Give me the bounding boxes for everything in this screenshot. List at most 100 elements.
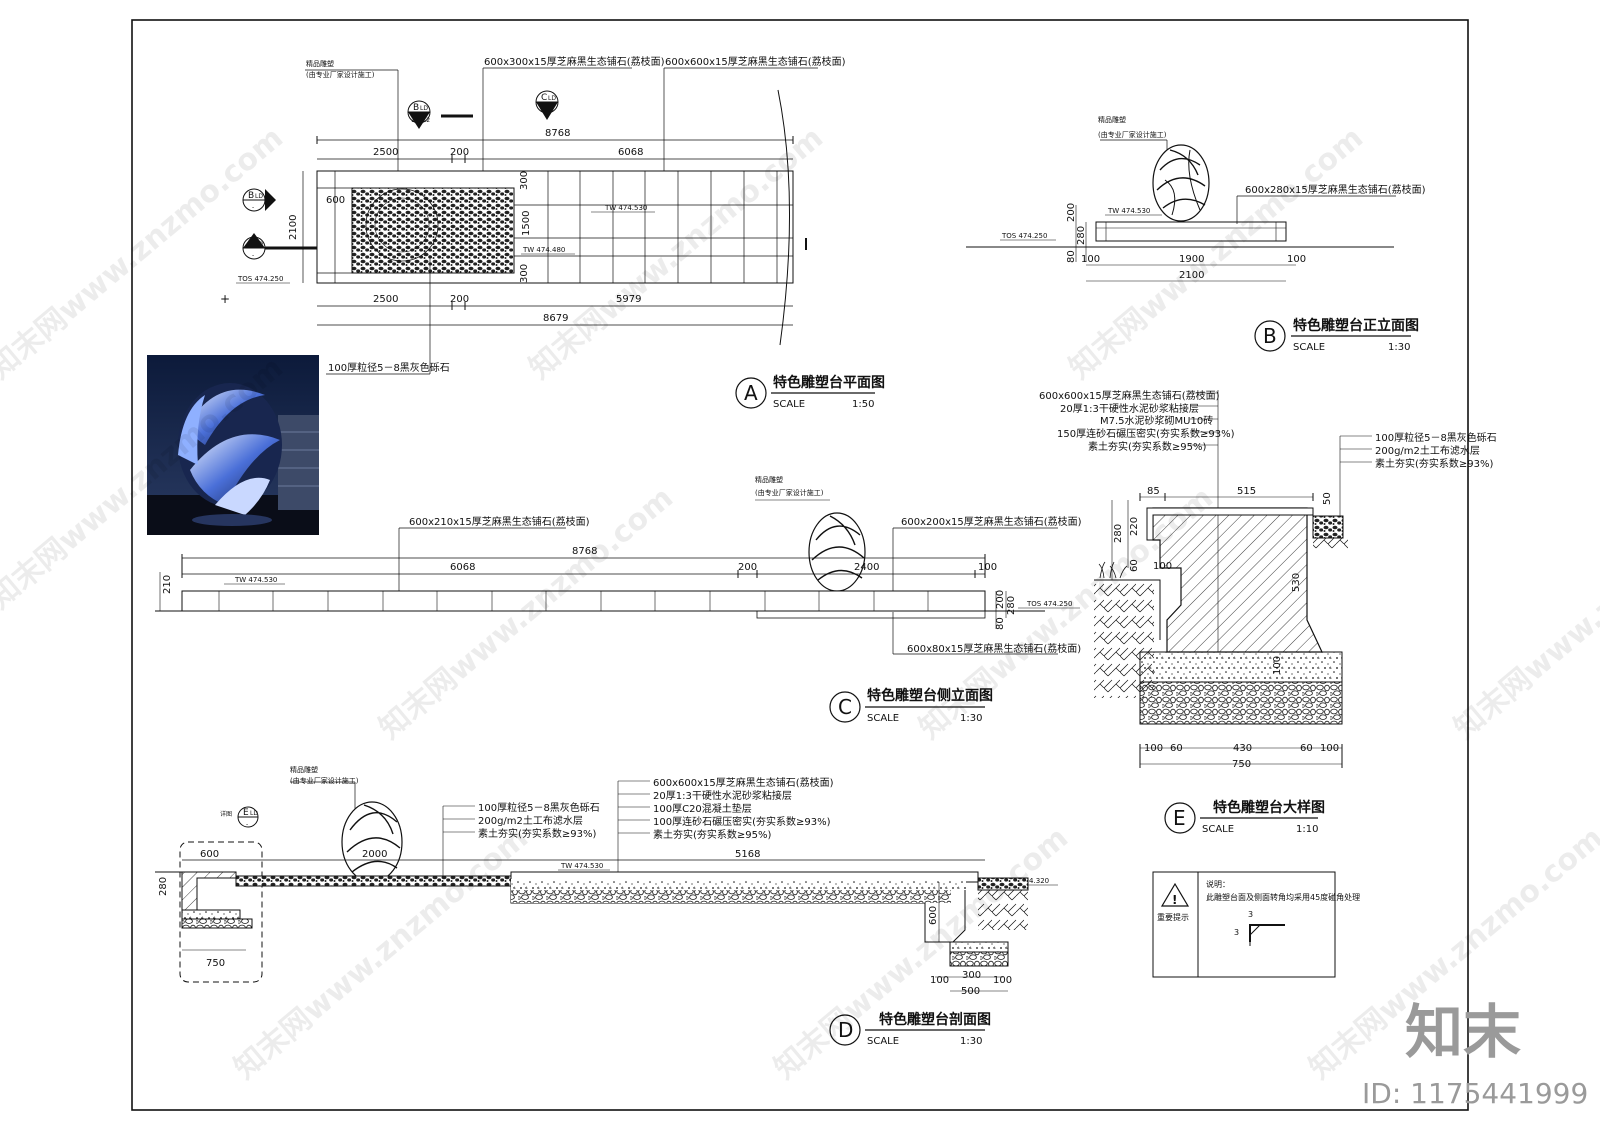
elev-b-tw: TW 474.530 — [1107, 207, 1150, 215]
watermark-id: ID: 1175441999 — [1362, 1077, 1588, 1110]
elev-b-note-sculpture-1: 精品雕塑 — [1098, 115, 1126, 124]
note-box-dim-3b: 3 — [1234, 928, 1239, 937]
plan-a-sec-b: B — [413, 103, 419, 113]
section-marker-b-side: B LD - — [242, 188, 276, 212]
detail-e-dim-280: 280 — [1113, 524, 1124, 543]
section-d-note-sculpture-2: (由专业厂家设计施工) — [290, 776, 359, 785]
note-box-dim-3a: 3 — [1248, 910, 1253, 919]
section-d-layer-right-1: 600x600x15厚芝麻黑生态铺石(荔枝面) — [653, 776, 834, 789]
elev-b-plinth — [1095, 221, 1287, 242]
plan-a-dim-1500: 1500 — [521, 211, 532, 236]
elev-c-letter: C — [838, 695, 852, 719]
section-d-letter: D — [838, 1018, 853, 1042]
note-box-text: 此雕塑台面及侧面转角均采用45度碰角处理 — [1206, 892, 1360, 902]
detail-e-layer-left-5: 素土夯实(夯实系数≥95%) — [1088, 440, 1207, 453]
plan-a-title-circle — [735, 377, 767, 409]
section-d-title: 特色雕塑台剖面图 — [879, 1011, 991, 1028]
section-d-layer-labels-right: 600x600x15厚芝麻黑生态铺石(荔枝面) 20厚1:3干硬性水泥砂浆粘接层… — [653, 776, 834, 841]
elev-c-dim-100: 100 — [978, 562, 997, 573]
note-box-warn-label: 重要提示 — [1157, 912, 1189, 922]
elev-b-dim-1900: 1900 — [1179, 254, 1204, 265]
plan-a-dim-200-bot: 200 — [450, 294, 469, 305]
section-d-dim-500: 500 — [961, 986, 980, 997]
plan-a-sculpture-footprint — [365, 188, 439, 262]
plan-a-dim-2500-bot: 2500 — [373, 294, 398, 305]
detail-e-scale-label: SCALE — [1202, 824, 1234, 835]
detail-e-title-circle — [1164, 802, 1196, 834]
plan-a-letter: A — [744, 381, 758, 405]
elev-c-sculpture — [808, 512, 866, 592]
detail-e-layer-left-4: 150厚连砂石碾压密实(夯实系数≥93%) — [1057, 427, 1235, 440]
detail-e-layer-right-2: 200g/m2土工布滤水层 — [1375, 444, 1480, 457]
detail-e-dim-v100: 100 — [1272, 656, 1283, 675]
elev-c-title-circle — [829, 691, 861, 723]
elev-b-scale-label: SCALE — [1293, 342, 1325, 353]
plan-a-tw-480: TW 474.480 — [522, 246, 565, 254]
elev-c-dim-200: 200 — [738, 562, 757, 573]
elev-c-note-sculpture-1: 精品雕塑 — [755, 475, 783, 484]
section-d-dim-v600: 600 — [928, 906, 939, 925]
elev-c-tw: TW 474.530 — [234, 576, 277, 584]
plan-a-sec-c-ld: LD — [548, 95, 556, 102]
elevation-c: 精品雕塑 (由专业厂家设计施工) 600x210x15厚芝麻黑生态铺石(荔枝面)… — [155, 475, 1082, 724]
section-d-detail-outline — [179, 841, 263, 983]
section-d-layer-right-2: 20厚1:3干硬性水泥砂浆粘接层 — [653, 789, 792, 802]
detail-e-grass — [1098, 561, 1128, 579]
detail-e-layer-left-1: 600x600x15厚芝麻黑生态铺石(荔枝面) — [1039, 389, 1220, 402]
elev-c-scale-value: 1:30 — [960, 713, 982, 724]
section-d-layer-left-1: 100厚粒径5－8黑灰色砾石 — [478, 801, 600, 814]
elev-c-note-stone-80: 600x80x15厚芝麻黑生态铺石(荔枝面) — [907, 642, 1081, 655]
plan-a-sec-b2-ld: LD — [255, 193, 263, 200]
plan-a-dim-300a: 300 — [519, 171, 530, 190]
plan-a-note-stone-1: 600x300x15厚芝麻黑生态铺石(荔枝面) — [484, 55, 665, 68]
detail-e-dim-b60a: 60 — [1170, 743, 1183, 754]
section-d-detail-e: E — [243, 808, 249, 818]
elev-b-dim-80: 80 — [1066, 250, 1077, 263]
section-d-dim-2000: 2000 — [362, 849, 387, 860]
elev-b-note-sculpture-2: (由专业厂家设计施工) — [1098, 130, 1167, 139]
detail-e-wall-body — [1152, 507, 1323, 653]
plan-a-sec-b2-dash: - — [252, 204, 254, 211]
detail-e-dim-430: 430 — [1233, 743, 1252, 754]
plan-a-dim-300b: 300 — [519, 264, 530, 283]
detail-e-dim-220: 220 — [1129, 517, 1140, 536]
plan-a-tos: TOS 474.250 — [237, 275, 283, 283]
plan-a-sec-b2: B — [248, 191, 254, 201]
section-d-title-circle — [829, 1014, 861, 1046]
plan-a-note-gravel: 100厚粒径5－8黑灰色砾石 — [328, 361, 450, 374]
plan-a-scale-label: SCALE — [773, 399, 805, 410]
detail-e-layer-left-3: M7.5水泥砂浆砌MU10砖 — [1100, 414, 1213, 427]
detail-e-dim-515: 515 — [1237, 486, 1256, 497]
plan-a-note-stone-2: 600x600x15厚芝麻黑生态铺石(荔枝面) — [665, 55, 846, 68]
elev-b-title: 特色雕塑台正立面图 — [1293, 317, 1419, 334]
section-d-sculpture — [341, 801, 403, 883]
section-d-dim-600: 600 — [200, 849, 219, 860]
elev-b-dim-2100: 2100 — [1179, 270, 1204, 281]
elev-c-scale-label: SCALE — [867, 713, 899, 724]
elev-c-note-sculpture-2: (由专业厂家设计施工) — [755, 488, 824, 497]
detail-e-layer-labels-right: 100厚粒径5－8黑灰色砾石 200g/m2土工布滤水层 素土夯实(夯实系数≥9… — [1375, 431, 1497, 470]
sculpture-photo — [147, 355, 319, 535]
plan-a-gravel-bed — [351, 187, 515, 274]
plan-a-paving-grid — [317, 170, 793, 283]
section-d-dim-750: 750 — [206, 958, 225, 969]
sheet-border — [131, 19, 1469, 1111]
detail-e-dim-750: 750 — [1232, 759, 1251, 770]
elev-b-dim-100b: 100 — [1287, 254, 1306, 265]
detail-e-letter: E — [1173, 806, 1186, 830]
section-d-layer-right-4: 100厚连砂石碾压密实(夯实系数≥93%) — [653, 815, 831, 828]
brand-logo: 知末 — [1405, 998, 1521, 1066]
section-marker-b: B LD 1.02.2 — [407, 100, 473, 129]
section-marker-d: D LD - — [242, 233, 318, 260]
section-d-dim-5168: 5168 — [735, 849, 760, 860]
detail-e-dim-530: 530 — [1291, 573, 1302, 592]
detail-e-dim-b100b: 100 — [1320, 743, 1339, 754]
plan-a-note-sculpture-2: (由专业厂家设计施工) — [306, 70, 375, 79]
plan-a-sec-d-dash: - — [252, 252, 254, 259]
detail-e-dim-b100a: 100 — [1144, 743, 1163, 754]
elev-b-scale-value: 1:30 — [1388, 342, 1410, 353]
note-box-warn-symbol: ! — [1172, 893, 1177, 907]
section-d-detail-ld: LD — [250, 810, 258, 817]
elev-c-dim-8768: 8768 — [572, 546, 597, 557]
section-d-layer-left-3: 素土夯实(夯实系数≥93%) — [478, 827, 597, 840]
